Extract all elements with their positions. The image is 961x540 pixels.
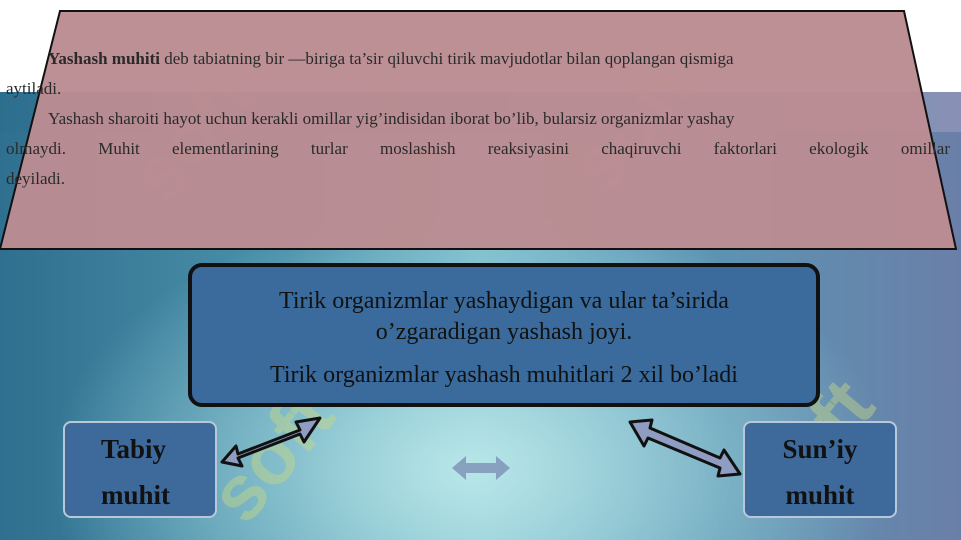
definition-line1: deb tabiatning bir —biriga ta’sir qiluvc… <box>159 49 734 68</box>
right-double-arrow-icon <box>628 418 742 478</box>
definition-line2: aytiladi. <box>6 79 62 98</box>
artificial-habitat-box: Sun’iy muhit <box>743 421 897 518</box>
left-double-arrow-icon <box>220 416 322 468</box>
natural-habitat-line1: Tabiy <box>101 434 167 464</box>
habitat-line3: Tirik organizmlar yashash muhitlari 2 xi… <box>270 362 738 388</box>
conditions-line2: olmaydi. Muhit elementlarining turlar mo… <box>6 139 950 158</box>
artificial-habitat-line2: muhit <box>785 480 855 510</box>
conditions-line3: deyiladi. <box>6 169 66 188</box>
definition-lead-term: Yashash muhiti <box>48 49 160 68</box>
habitat-definition-box: Tirik organizmlar yashaydigan va ular ta… <box>188 263 820 407</box>
middle-double-arrow-icon <box>452 456 510 480</box>
definition-text: Yashash muhiti deb tabiatning bir —birig… <box>6 44 950 194</box>
natural-habitat-box: Tabiy muhit <box>63 421 217 518</box>
conditions-line1: Yashash sharoiti hayot uchun kerakli omi… <box>48 109 735 128</box>
habitat-line1: Tirik organizmlar yashaydigan va ular ta… <box>279 288 729 314</box>
habitat-line2: o’zgaradigan yashash joyi. <box>375 319 633 345</box>
natural-habitat-line2: muhit <box>101 480 171 510</box>
definition-trapezoid <box>0 10 958 250</box>
artificial-habitat-line1: Sun’iy <box>782 434 858 464</box>
